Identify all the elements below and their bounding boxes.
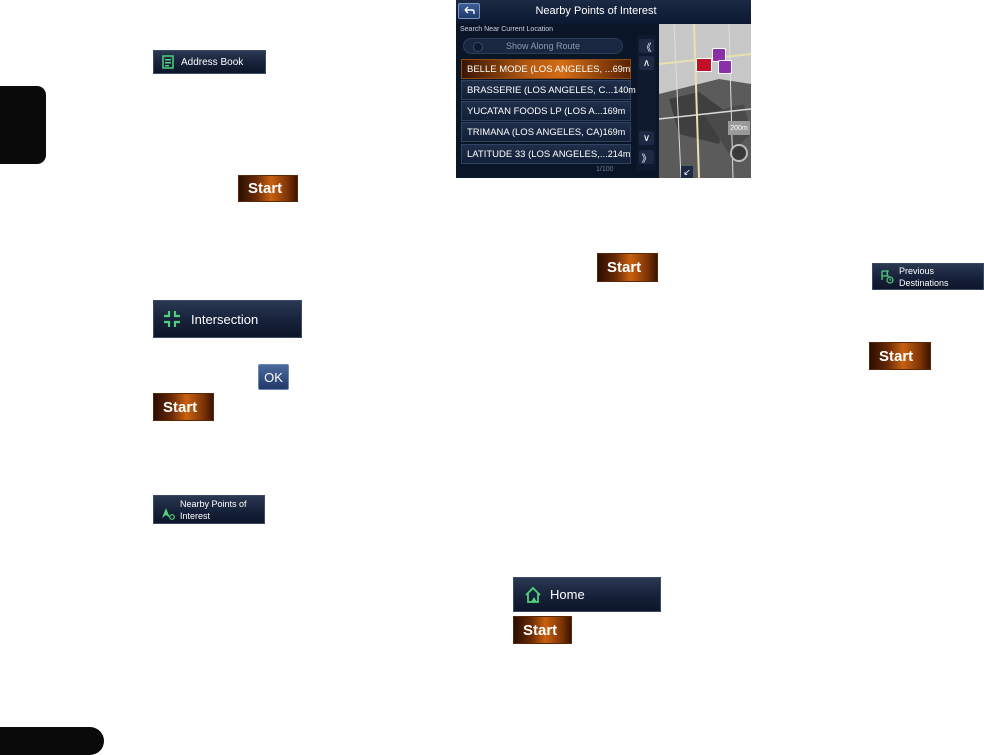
address-book-label: Address Book — [181, 56, 244, 68]
map-scale: 200m — [728, 121, 750, 135]
previous-destinations-label-line1: Previous — [899, 265, 935, 276]
previous-destinations-icon — [880, 269, 894, 284]
show-along-route-label: Show Along Route — [505, 41, 581, 51]
address-book-icon — [162, 55, 174, 69]
show-along-route-button[interactable]: Show Along Route — [463, 38, 623, 54]
nearby-poi-button[interactable]: Nearby Points of Interest — [153, 495, 265, 524]
poi-distance: 214m — [607, 149, 631, 159]
poi-distance: 140m — [613, 85, 636, 95]
compass-icon[interactable] — [730, 144, 748, 162]
poi-marker-icon[interactable] — [718, 60, 732, 74]
poi-list-item[interactable]: LATITUDE 33 (LOS ANGELES,... 214m — [461, 144, 631, 164]
start-button[interactable]: Start — [869, 342, 931, 370]
poi-name: TRIMANA (LOS ANGELES, CA) — [467, 126, 603, 138]
page-number-tab — [0, 727, 104, 755]
poi-marker-icon[interactable] — [696, 58, 712, 72]
start-button[interactable]: Start — [513, 616, 572, 644]
poi-distance: 169m — [602, 106, 626, 116]
back-arrow-icon[interactable] — [458, 3, 480, 19]
screen-titlebar — [456, 0, 751, 24]
nearby-poi-label: Nearby Points of Interest — [180, 498, 247, 522]
poi-list-item[interactable]: YUCATAN FOODS LP (LOS A... 169m — [461, 101, 631, 121]
poi-name: BELLE MODE (LOS ANGELES, ... — [467, 63, 613, 75]
home-label: Home — [550, 587, 585, 602]
intersection-icon — [162, 309, 182, 329]
screen-title: Nearby Points of Interest — [535, 5, 657, 17]
poi-list-item[interactable]: BRASSERIE (LOS ANGELES, C... 140m — [461, 80, 636, 100]
page-up-icon[interactable]: 《 — [639, 39, 654, 54]
nearby-poi-label-line2: Interest — [180, 510, 211, 521]
map-collapse-icon[interactable]: ↙ — [681, 166, 693, 178]
previous-destinations-button[interactable]: Previous Destinations — [872, 263, 984, 290]
start-label: Start — [879, 347, 914, 365]
page-down-icon[interactable]: 》 — [639, 150, 654, 165]
start-label: Start — [607, 259, 642, 276]
along-route-toggle-indicator — [473, 42, 483, 52]
start-button[interactable]: Start — [153, 393, 214, 421]
scroll-up-icon[interactable]: ∧ — [639, 56, 654, 70]
poi-distance: 169m — [602, 127, 626, 137]
address-book-button[interactable]: Address Book — [153, 50, 266, 74]
previous-destinations-label-line2: Destinations — [899, 277, 949, 288]
section-tab — [0, 86, 46, 164]
nearby-poi-label-line1: Nearby Points of — [180, 498, 247, 509]
nearby-poi-icon — [161, 506, 175, 520]
poi-distance: 69m — [612, 64, 631, 74]
ok-label: OK — [264, 369, 283, 385]
intersection-button[interactable]: Intersection — [153, 300, 302, 338]
home-icon — [524, 586, 542, 604]
page-indicator: 1/100 — [596, 166, 614, 173]
poi-name: YUCATAN FOODS LP (LOS A... — [467, 105, 603, 117]
scroll-down-icon[interactable]: ∨ — [639, 131, 654, 145]
poi-list-item[interactable]: BELLE MODE (LOS ANGELES, ... 69m — [461, 59, 631, 79]
poi-list-item[interactable]: TRIMANA (LOS ANGELES, CA) 169m — [461, 122, 631, 142]
nearby-poi-screen: Nearby Points of Interest Search Near Cu… — [456, 0, 752, 179]
search-near-label: Search Near Current Location — [460, 26, 553, 33]
home-button[interactable]: Home — [513, 577, 661, 612]
ok-button[interactable]: OK — [258, 364, 289, 390]
map-view[interactable] — [658, 23, 752, 179]
start-label: Start — [248, 180, 283, 197]
start-label: Start — [163, 398, 198, 416]
start-button[interactable]: Start — [597, 253, 658, 282]
start-label: Start — [523, 621, 558, 639]
previous-destinations-label: Previous Destinations — [899, 265, 949, 289]
intersection-label: Intersection — [191, 311, 259, 327]
poi-name: BRASSERIE (LOS ANGELES, C... — [467, 84, 614, 96]
poi-name: LATITUDE 33 (LOS ANGELES,... — [467, 148, 608, 160]
start-button[interactable]: Start — [238, 175, 298, 202]
